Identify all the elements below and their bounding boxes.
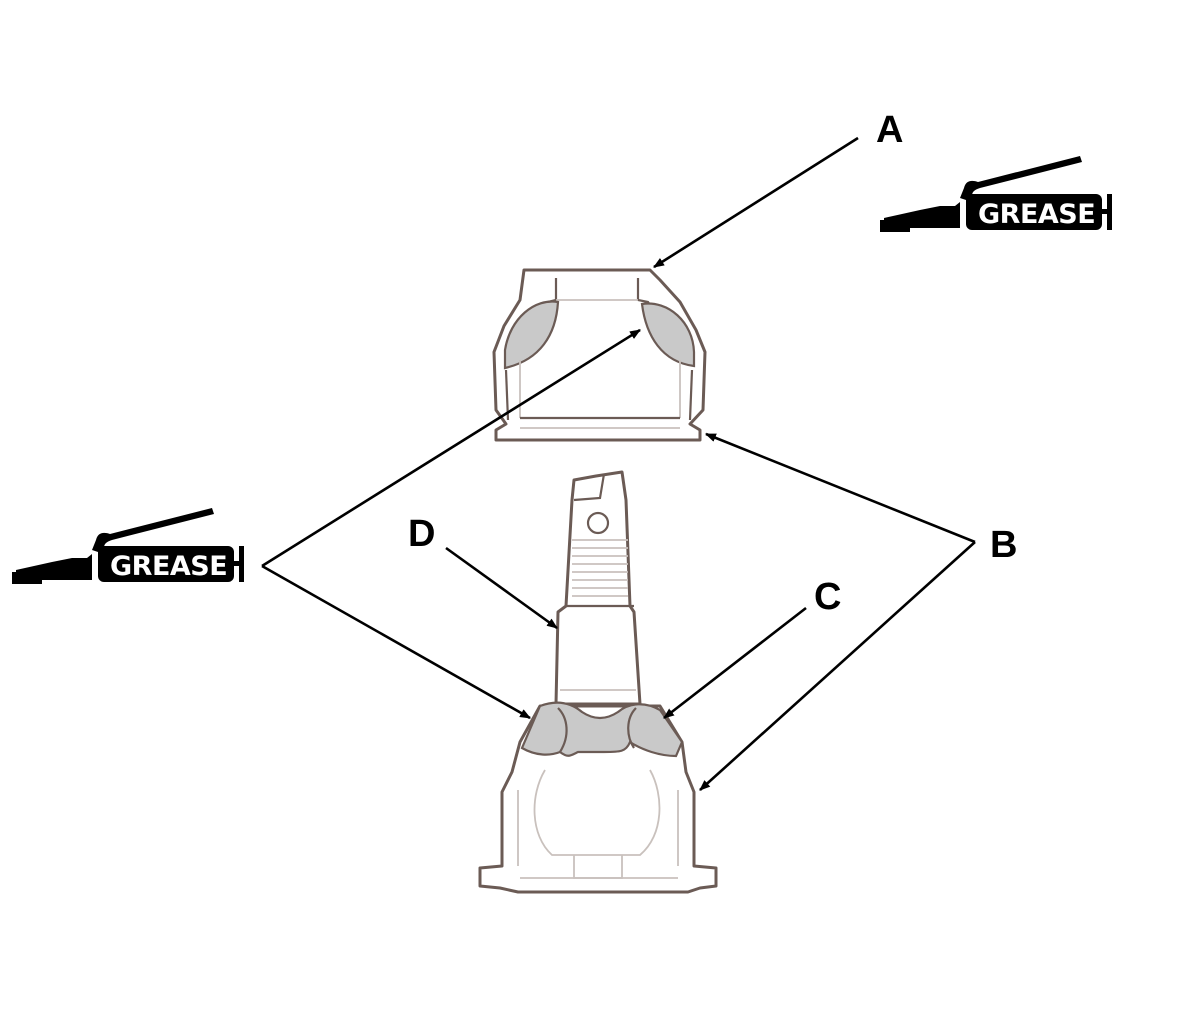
leader-c [663, 606, 807, 720]
grease-area-boot-left [503, 300, 560, 370]
leader-a [653, 136, 859, 269]
grease-gun-icon: GREASE [880, 156, 1112, 232]
label-b: B [990, 524, 1017, 566]
grease-label-left: GREASE [110, 551, 227, 582]
leader-b-housing [699, 541, 976, 791]
label-c: C [814, 576, 841, 618]
ball-joint [478, 470, 718, 894]
leader-grease-boot [261, 328, 641, 568]
grease-area-housing [520, 701, 684, 758]
leader-b-boot [704, 432, 976, 544]
grease-area-boot-right [640, 302, 696, 368]
cotter-pin-hole [586, 511, 610, 535]
leader-d [445, 546, 558, 630]
leader-grease-housing [261, 564, 531, 720]
leader-lines [261, 136, 976, 791]
label-a: A [876, 109, 903, 151]
grease-gun-icon: GREASE [12, 508, 244, 584]
label-d: D [408, 513, 435, 555]
grease-label-right: GREASE [978, 199, 1095, 230]
